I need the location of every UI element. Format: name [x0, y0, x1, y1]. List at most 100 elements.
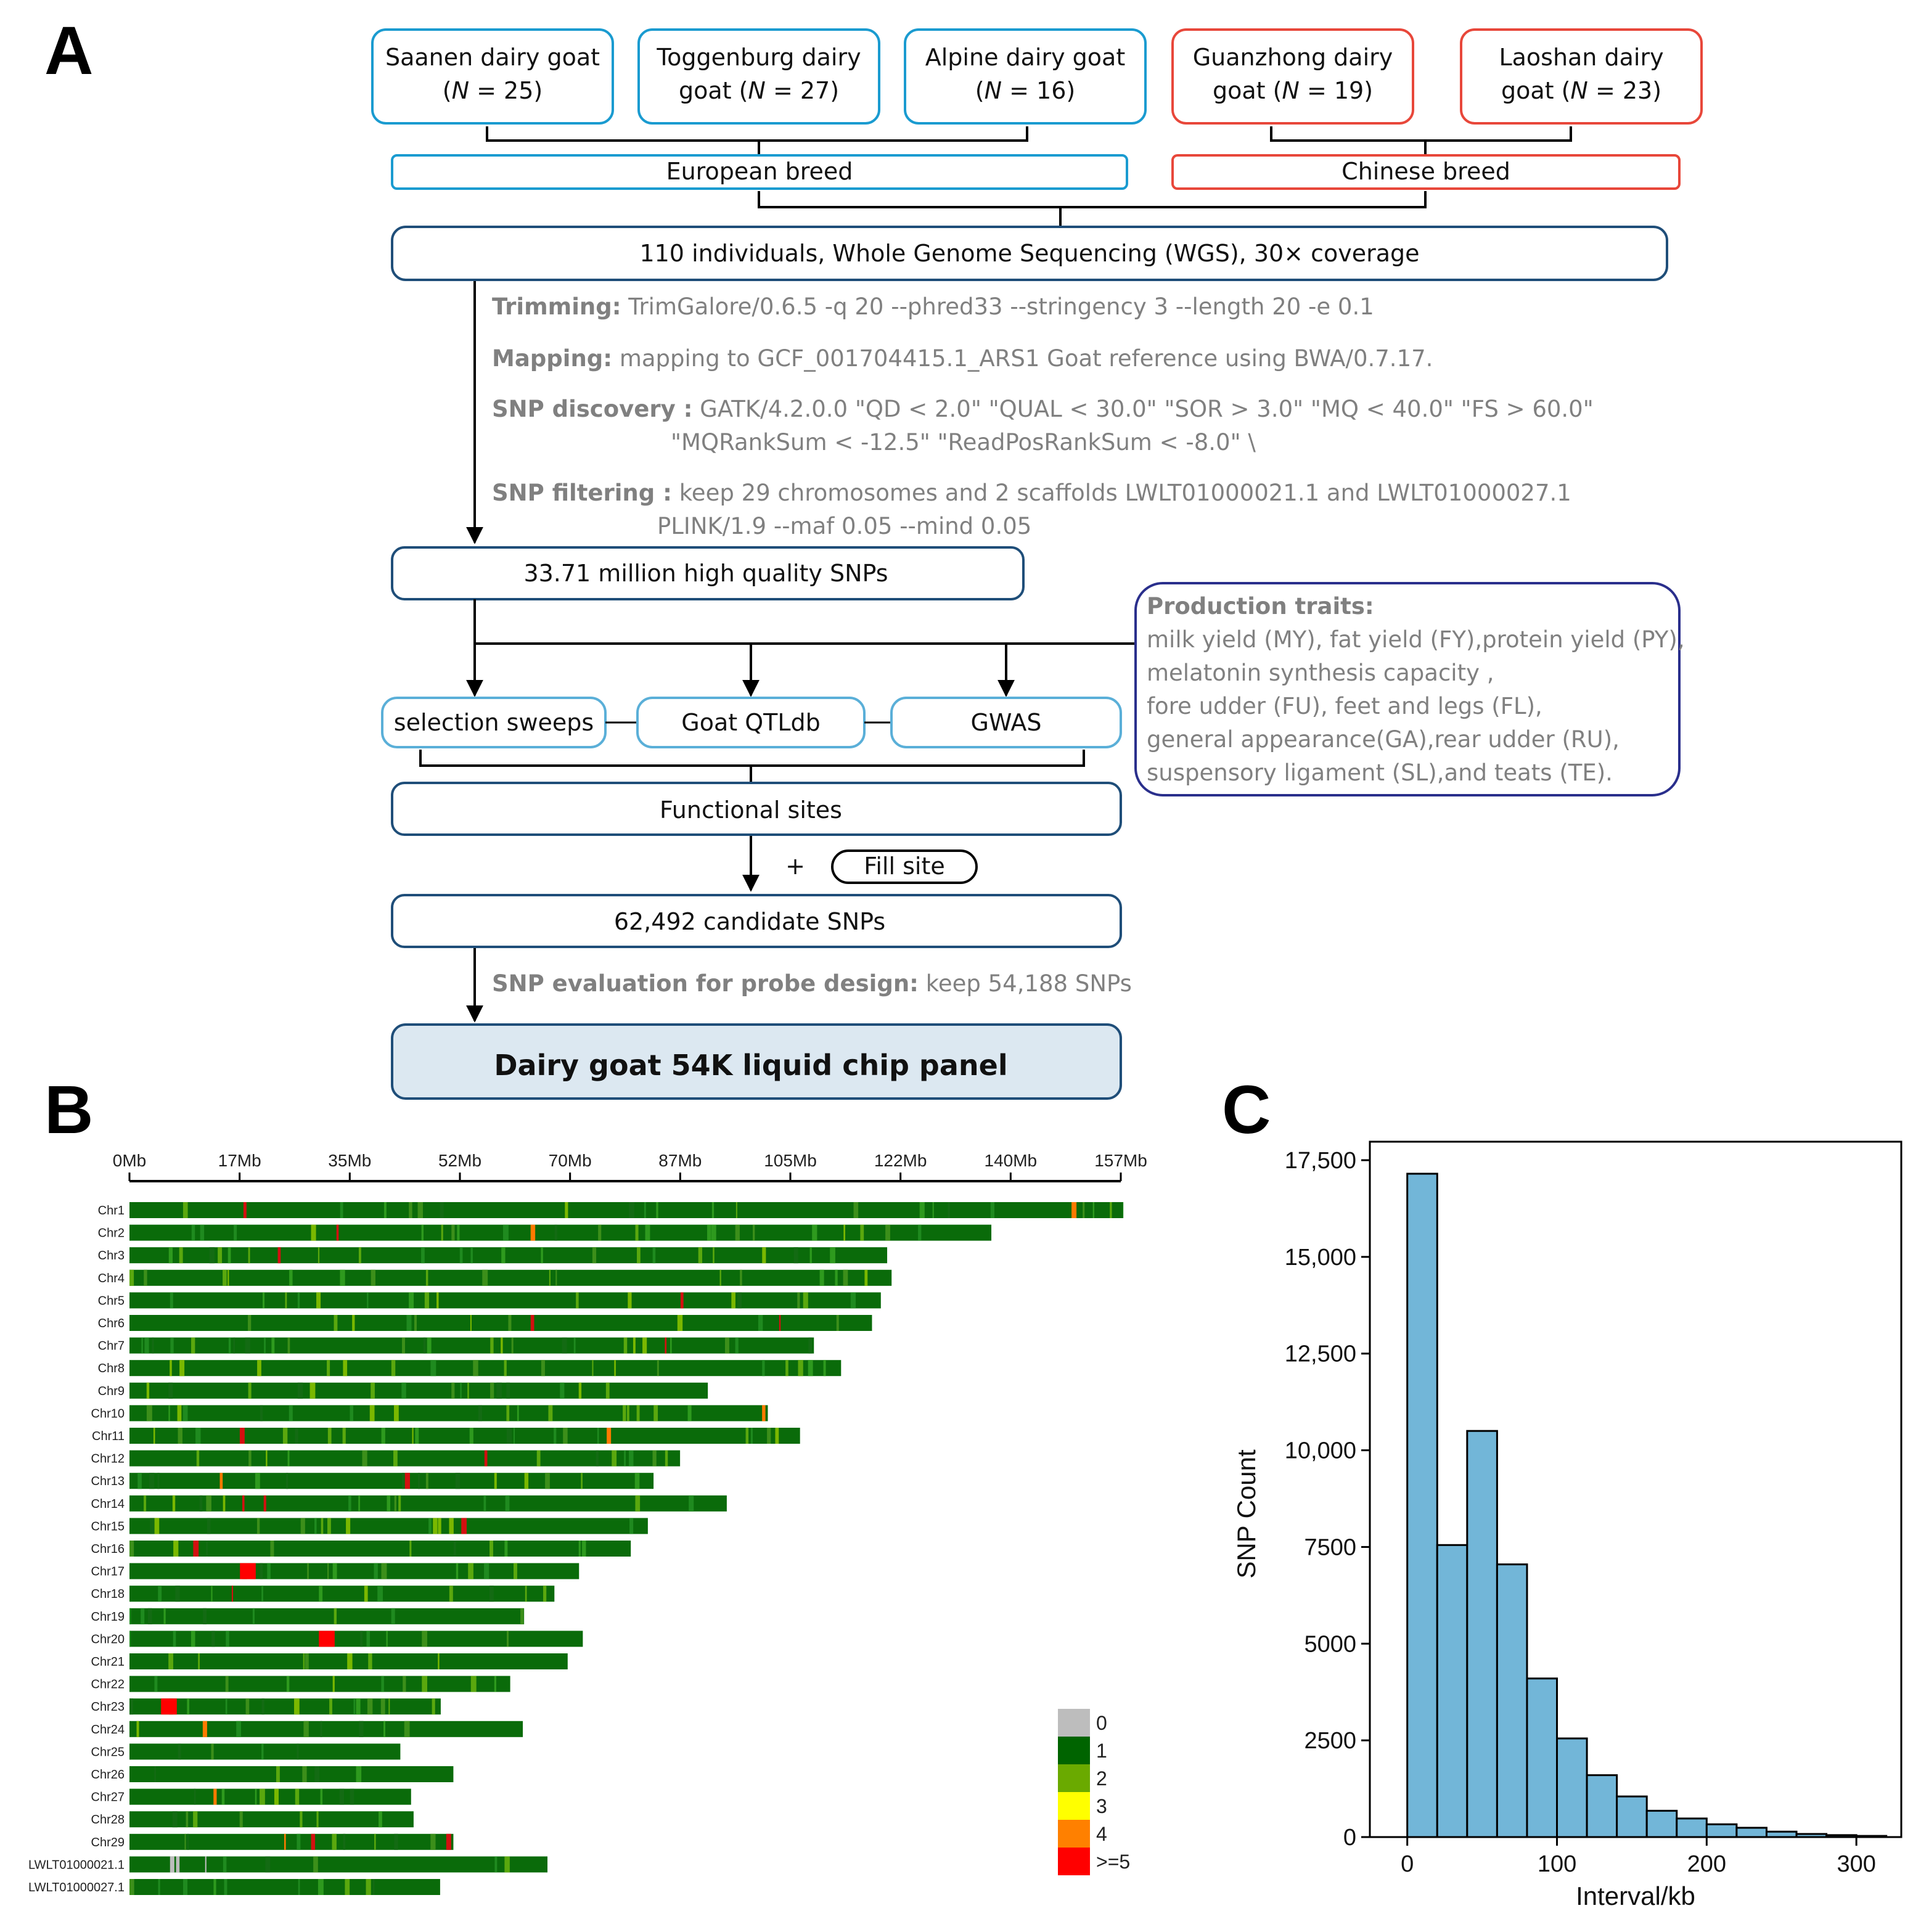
density-stripe	[403, 1676, 406, 1692]
density-stripe	[317, 1247, 320, 1264]
density-stripe	[440, 1202, 444, 1218]
density-stripe	[340, 1202, 343, 1218]
axis-tick-label: 157Mb	[1094, 1151, 1147, 1170]
chromosome-bar	[129, 1269, 892, 1286]
density-stripe	[285, 1292, 287, 1309]
density-stripe	[286, 1473, 289, 1489]
density-stripe	[1071, 1202, 1077, 1218]
density-stripe	[421, 1224, 424, 1241]
density-stripe	[494, 1473, 497, 1489]
y-tick-label: 10,000	[1285, 1438, 1356, 1464]
density-stripe	[225, 1676, 229, 1692]
density-stripe	[775, 1428, 779, 1444]
density-stripe	[380, 1698, 385, 1715]
density-stripe	[356, 1766, 362, 1782]
chromosome-label: Chr3	[98, 1249, 125, 1263]
candidate-snps-box: 62,492 candidate SNPs	[391, 894, 1122, 948]
chromosome-row: Chr9	[98, 1382, 708, 1399]
chromosome-label: LWLT01000027.1	[28, 1881, 125, 1894]
method-goat-qtldb: Goat QTLdb	[636, 697, 866, 748]
density-stripe	[1110, 1202, 1112, 1218]
density-stripe	[624, 1450, 626, 1467]
density-hotspot	[319, 1631, 335, 1647]
chromosome-label: Chr14	[91, 1497, 125, 1511]
density-stripe	[525, 1586, 527, 1602]
density-stripe	[369, 1405, 375, 1422]
density-stripe	[793, 1247, 798, 1264]
density-stripe	[508, 1315, 512, 1331]
density-stripe	[562, 1337, 567, 1354]
chromosome-row: Chr21	[91, 1653, 568, 1669]
breed-name: Toggenburg dairy	[656, 44, 861, 71]
density-stripe	[451, 1224, 455, 1241]
chromosome-density-map: Chr1Chr2Chr3Chr4Chr5Chr6Chr7Chr8Chr9Chr1…	[28, 1202, 1124, 1895]
density-stripe	[303, 1653, 305, 1669]
y-axis-label: SNP Count	[1232, 1449, 1261, 1579]
density-stripe	[223, 1495, 226, 1512]
density-stripe	[653, 1405, 658, 1422]
density-stripe	[530, 1315, 535, 1331]
density-stripe	[383, 1202, 387, 1218]
density-stripe	[260, 1405, 263, 1422]
density-stripe	[211, 1631, 215, 1647]
density-stripe	[307, 1563, 309, 1579]
density-stripe	[386, 1631, 388, 1647]
density-stripe	[724, 1337, 729, 1354]
density-stripe	[352, 1315, 355, 1331]
chromosome-row: Chr19	[91, 1608, 525, 1624]
chip-panel-label: Dairy goat 54K liquid chip panel	[494, 1049, 1007, 1082]
density-stripe	[329, 1698, 332, 1715]
density-stripe	[129, 1608, 131, 1624]
histogram-bar	[1496, 1563, 1528, 1838]
density-stripe	[261, 1586, 263, 1602]
density-stripe	[170, 1360, 172, 1377]
density-stripe	[184, 1833, 186, 1850]
axis-tick-label: 122Mb	[874, 1151, 927, 1170]
density-stripe	[158, 1879, 160, 1895]
density-stripe	[767, 1428, 771, 1444]
chromosome-row: Chr26	[91, 1766, 454, 1782]
density-stripe	[830, 1247, 835, 1264]
histogram-bar	[1705, 1823, 1738, 1838]
density-stripe	[245, 1698, 250, 1715]
density-stripe	[276, 1766, 280, 1782]
density-stripe	[430, 1360, 436, 1377]
density-stripe	[203, 1608, 207, 1624]
density-stripe	[317, 1879, 324, 1895]
density-stripe	[223, 1269, 227, 1286]
density-stripe	[823, 1360, 826, 1377]
chromosome-row: Chr24	[91, 1721, 523, 1737]
density-stripe	[548, 1405, 553, 1422]
density-stripe	[173, 1541, 179, 1557]
density-stripe	[168, 1247, 173, 1264]
y-tick-label: 5000	[1304, 1631, 1356, 1657]
density-stripe	[636, 1405, 640, 1422]
density-stripe	[423, 1337, 426, 1354]
y-tick-label: 7500	[1304, 1534, 1356, 1560]
european-bracket	[486, 126, 1028, 154]
chromosome-bar	[129, 1247, 888, 1264]
density-stripe	[393, 1450, 398, 1467]
density-stripe	[582, 1541, 586, 1557]
density-stripe	[762, 1247, 766, 1264]
density-stripe	[257, 1360, 261, 1377]
density-stripe	[295, 1788, 300, 1805]
chromosome-label: LWLT01000021.1	[28, 1858, 125, 1872]
density-stripe	[381, 1563, 387, 1579]
density-stripe	[316, 1811, 319, 1828]
snp-filtering-step-line2: PLINK/1.9 --maf 0.05 --mind 0.05	[657, 513, 1031, 539]
density-stripe	[449, 1518, 454, 1534]
density-stripe	[129, 1698, 134, 1715]
chromosome-row: Chr10	[91, 1405, 768, 1422]
chromosome-bar	[129, 1495, 727, 1512]
chromosome-bar	[129, 1743, 401, 1760]
density-stripe	[798, 1360, 803, 1377]
density-stripe	[517, 1405, 519, 1422]
density-stripe	[677, 1315, 683, 1331]
density-stripe	[366, 1631, 370, 1647]
density-stripe	[713, 1247, 715, 1264]
density-stripe	[209, 1247, 215, 1264]
european-breed-label: European breed	[666, 158, 853, 185]
